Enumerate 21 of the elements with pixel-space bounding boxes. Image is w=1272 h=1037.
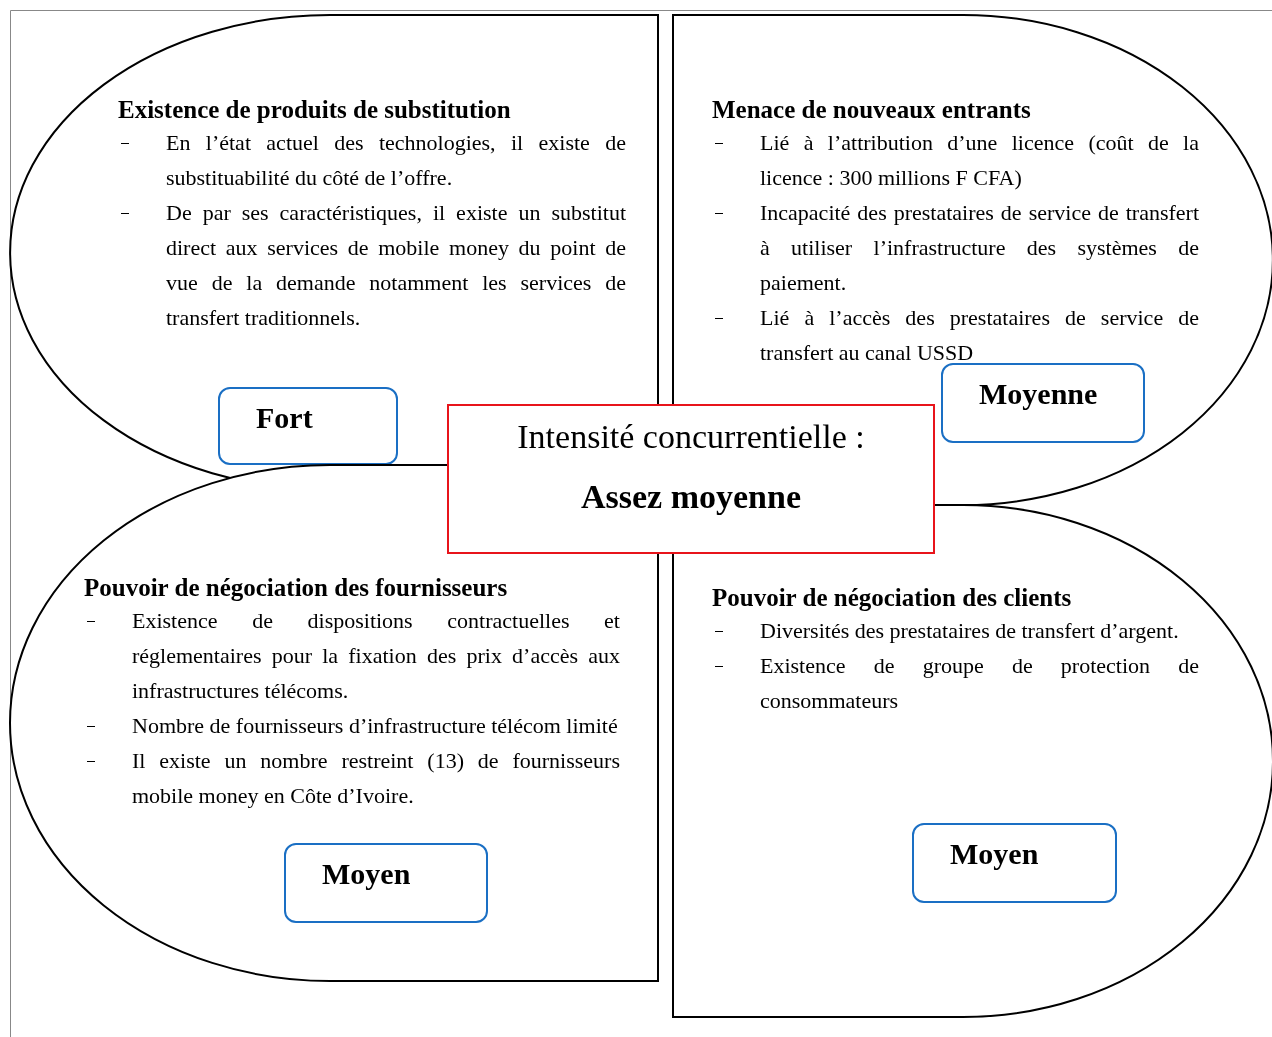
rating-box: Fort	[218, 387, 398, 465]
rating-box: Moyenne	[941, 363, 1145, 443]
bullet-text: Existence de groupe de protection de consommateurs	[760, 653, 1199, 713]
bullet-text: Lié à l’accès des prestataires de service de transfert au canal USSD	[760, 305, 1199, 365]
rating-box: Moyen	[284, 843, 488, 923]
summary-title: Intensité concurrentielle :	[517, 418, 865, 456]
force-heading: Pouvoir de négociation des clients	[712, 583, 1073, 613]
bullet-text: Existence de dispositions contractuelles et réglementaires pour la fixation des prix d’accès aux infrastructures télécoms.	[132, 608, 620, 703]
summary-box	[447, 404, 935, 554]
force-heading: Menace de nouveaux entrants	[712, 95, 1032, 125]
bullet-text: Il existe un nombre restreint (13) de fournisseurs mobile money en Côte d’Ivoire.	[132, 748, 620, 808]
bullet-text: Diversités des prestataires de transfert d’argent.	[760, 618, 1179, 643]
force-heading: Pouvoir de négociation des fournisseurs	[84, 573, 509, 603]
summary-rating: Assez moyenne	[581, 478, 801, 516]
bullet-text: De par ses caractéristiques, il existe un substitut direct aux services de mobile money du point de vue de la demande notamment les services de transfert traditionnels.	[166, 200, 626, 330]
bullet-text: Lié à l’attribution d’une licence (coût de la licence : 300 millions F CFA)	[760, 130, 1199, 190]
bullet-text: Incapacité des prestataires de service de transfert à utiliser l’infrastructure des systèmes de paiement.	[760, 200, 1199, 295]
bullet-text: Nombre de fournisseurs d’infrastructure télécom limité	[132, 713, 618, 738]
force-heading: Existence de produits de substitution	[118, 95, 512, 125]
bullet-text: En l’état actuel des technologies, il existe de substituabilité du côté de l’offre.	[166, 130, 626, 190]
rating-box: Moyen	[912, 823, 1117, 903]
